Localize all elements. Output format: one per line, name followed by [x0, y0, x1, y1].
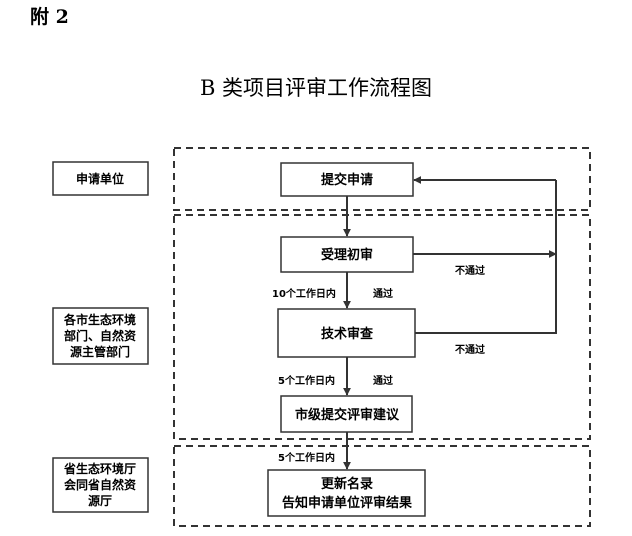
step-tech-review-label: 技术审查 — [321, 326, 374, 342]
label-days-5b: 5个工作日内 — [278, 451, 335, 464]
role-city-label-line2: 部门、自然资 — [64, 328, 136, 343]
step-submit-label: 提交申请 — [321, 172, 373, 188]
step-accept-label: 受理初审 — [321, 247, 373, 263]
lane-applicant-border — [173, 147, 591, 211]
role-city-label-line3: 源主管部门 — [70, 344, 130, 359]
label-days-5a: 5个工作日内 — [278, 374, 335, 387]
label-fail-2: 不通过 — [455, 343, 485, 356]
step-update-box — [267, 469, 426, 517]
role-applicant-box — [52, 161, 149, 196]
line-tech-fail — [415, 180, 557, 334]
step-update-label-line2: 告知申请单位评审结果 — [282, 495, 412, 511]
role-province-label-line2: 会同省自然资 — [64, 477, 136, 492]
role-city-box — [52, 307, 149, 365]
step-city-suggest-box — [280, 395, 413, 433]
label-days-10: 10个工作日内 — [272, 287, 336, 300]
step-tech-review-box — [277, 308, 416, 358]
role-province-label-line3: 源厅 — [88, 493, 112, 508]
page-title: B 类项目评审工作流程图 — [199, 76, 433, 100]
role-applicant-label: 申请单位 — [76, 171, 124, 186]
label-fail-1: 不通过 — [455, 264, 485, 277]
role-province-label-line1: 省生态环境厅 — [63, 461, 136, 476]
step-city-suggest-label: 市级提交评审建议 — [295, 407, 400, 423]
step-update-label-line1: 更新名录 — [321, 476, 373, 492]
label-pass-2: 通过 — [373, 374, 393, 387]
attachment-label: 附 2 — [30, 6, 69, 28]
label-pass-1: 通过 — [373, 287, 393, 300]
step-submit-box — [280, 162, 414, 197]
lane-province-border — [173, 445, 591, 527]
role-province-box — [52, 457, 149, 513]
lane-city-border — [173, 214, 591, 440]
role-city-label-line1: 各市生态环境 — [63, 312, 136, 327]
